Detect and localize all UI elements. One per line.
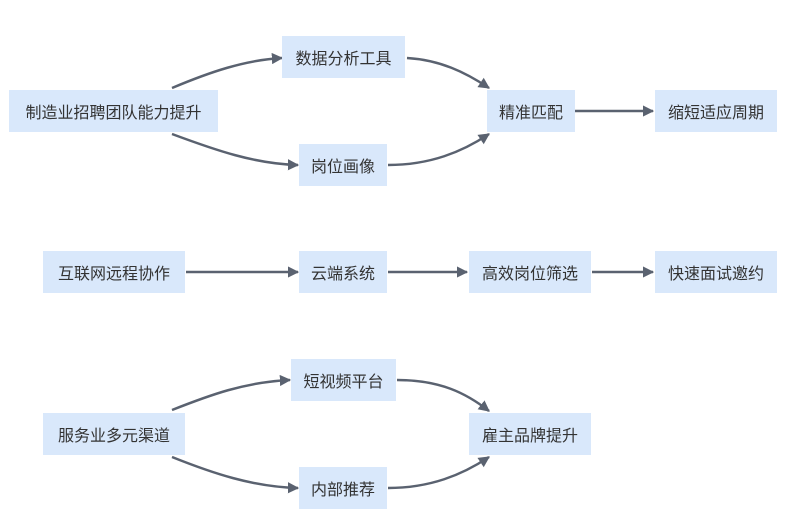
node-internal-referral: 内部推荐 [299, 467, 387, 509]
edge-data-tools-to-match [406, 56, 490, 90]
edge-mfg-to-profile [171, 132, 300, 171]
node-employer-brand: 雇主品牌提升 [469, 413, 591, 455]
node-remote-collab: 互联网远程协作 [43, 251, 185, 293]
node-service-channels: 服务业多元渠道 [43, 413, 185, 455]
node-data-tools: 数据分析工具 [282, 36, 405, 78]
node-precise-match: 精准匹配 [487, 90, 575, 132]
edge-video-to-brand [396, 378, 490, 412]
edge-profile-to-match [387, 132, 490, 167]
edge-mfg-to-data-tools [171, 52, 284, 90]
edge-referral-to-brand [387, 455, 490, 490]
edge-service-to-referral [171, 455, 300, 494]
node-job-profile: 岗位画像 [299, 144, 387, 186]
node-mfg-team: 制造业招聘团队能力提升 [9, 90, 218, 132]
node-quick-invite: 快速面试邀约 [655, 251, 777, 293]
edge-service-to-video [171, 374, 292, 412]
node-short-video: 短视频平台 [291, 359, 396, 401]
node-shorten-cycle: 缩短适应周期 [655, 90, 777, 132]
node-cloud-system: 云端系统 [299, 251, 387, 293]
node-efficient-screening: 高效岗位筛选 [469, 251, 591, 293]
